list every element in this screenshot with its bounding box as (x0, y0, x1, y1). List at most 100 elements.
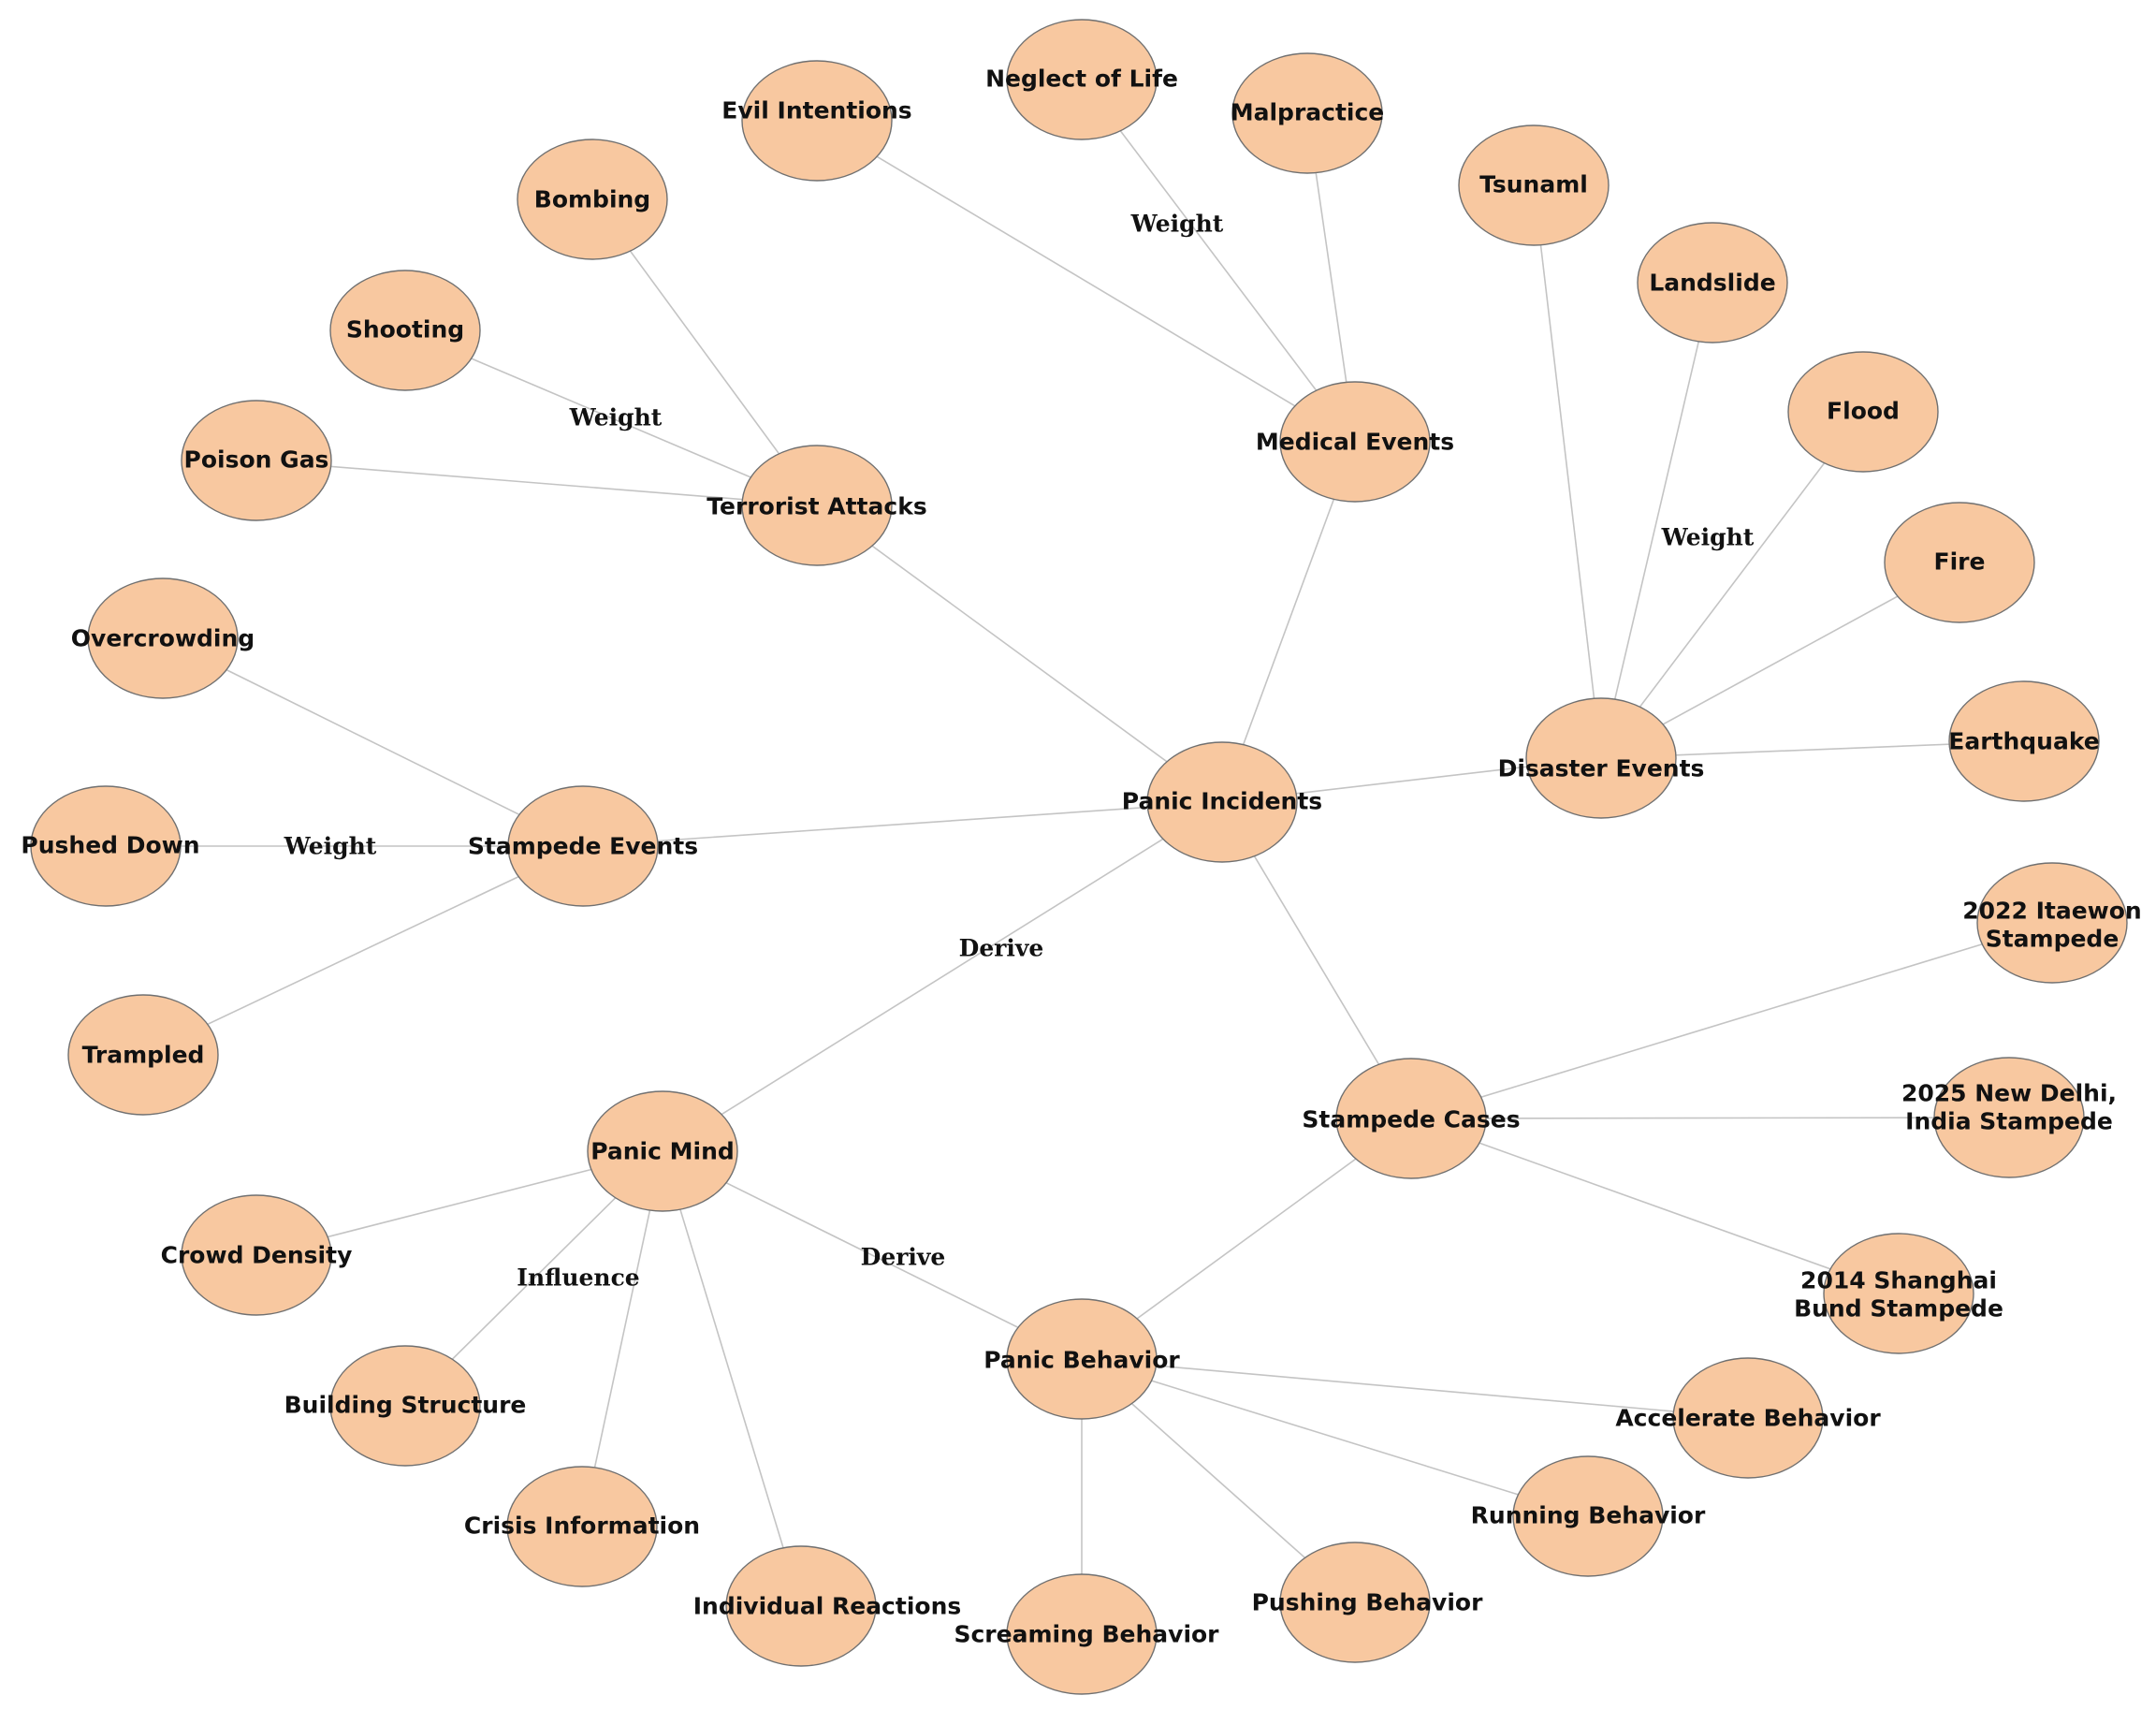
node-label-shanghai: Bund Stampede (1794, 1295, 2003, 1323)
edge-panic_incidents-to-stampede_events (582, 801, 1223, 847)
nodes-layer (30, 19, 2128, 1695)
node-crisis-information[interactable] (506, 1466, 658, 1587)
edge-disaster_events-to-tsunami (1533, 184, 1602, 759)
node-label-shanghai: 2014 Shanghai (1800, 1267, 1997, 1294)
node-label-itaewon: Stampede (1986, 926, 2120, 953)
edge-stampede_events-to-trampled (142, 845, 584, 1056)
node-new-delhi[interactable] (1933, 1057, 2085, 1178)
node-label-new-delhi: 2025 New Delhi, (1901, 1080, 2117, 1107)
edge-terrorist_attacks-to-shooting (404, 329, 818, 506)
edge-label-weight: Weight (1661, 524, 1755, 551)
node-shanghai[interactable] (1823, 1233, 1974, 1354)
edge-disaster_events-to-flood (1600, 411, 1864, 759)
edge-medical_events-to-neglect_of_life (1081, 79, 1356, 443)
edge-label-influence: Influence (517, 1264, 639, 1292)
edge-panic_mind-to-panic_behavior (662, 1150, 1083, 1360)
node-label-running-behavior: Running Behavior (1471, 1502, 1706, 1529)
edges-layer (106, 79, 2053, 1634)
node-terrorist-attacks[interactable] (741, 445, 893, 566)
edge-labels-layer: WeightWeightWeightWeightDeriveDeriveInfl… (284, 211, 1755, 1292)
node-tsunami[interactable] (1458, 124, 1610, 246)
node-label-fire: Fire (1934, 548, 1986, 576)
edge-stampede_cases-to-itaewon (1410, 922, 2053, 1119)
edge-label-derive: Derive (861, 1244, 946, 1271)
node-label-earthquake: Earthquake (1948, 728, 2100, 755)
node-accelerate-behavior[interactable] (1672, 1357, 1824, 1479)
edge-terrorist_attacks-to-poison_gas (255, 460, 818, 506)
node-label-itaewon: 2022 Itaewon (1962, 898, 2141, 925)
edge-panic_mind-to-individual_reactions (662, 1150, 802, 1607)
node-label-stampede-events: Stampede Events (468, 833, 698, 860)
node-label-disaster-events: Disaster Events (1498, 755, 1705, 782)
node-crowd-density[interactable] (181, 1194, 332, 1316)
node-flood[interactable] (1787, 351, 1939, 473)
node-label-panic-mind: Panic Mind (590, 1138, 735, 1165)
node-poison-gas[interactable] (181, 400, 332, 521)
node-pushed-down[interactable] (30, 785, 182, 907)
edge-panic_incidents-to-medical_events (1221, 441, 1356, 803)
node-label-landslide: Landslide (1649, 270, 1775, 297)
node-screaming-behavior[interactable] (1006, 1573, 1158, 1695)
node-panic-behavior[interactable] (1006, 1298, 1158, 1420)
edge-medical_events-to-evil_intentions (816, 120, 1356, 443)
edge-label-weight: Weight (284, 833, 377, 860)
edge-label-derive: Derive (959, 935, 1044, 962)
node-stampede-cases[interactable] (1335, 1058, 1487, 1179)
node-itaewon[interactable] (1976, 862, 2128, 984)
node-building-structure[interactable] (329, 1345, 481, 1467)
node-earthquake[interactable] (1948, 680, 2100, 802)
node-label-crisis-information: Crisis Information (464, 1513, 700, 1540)
node-label-poison-gas: Poison Gas (184, 446, 329, 474)
node-label-flood: Flood (1827, 398, 1900, 425)
node-trampled[interactable] (67, 994, 219, 1116)
node-label-evil-intentions: Evil Intentions (721, 97, 911, 124)
node-evil-intentions[interactable] (741, 60, 893, 182)
node-label-stampede-cases: Stampede Cases (1302, 1106, 1520, 1133)
node-individual-reactions[interactable] (725, 1545, 877, 1667)
edge-panic_behavior-to-running_behavior (1081, 1358, 1589, 1517)
node-disaster-events[interactable] (1525, 697, 1677, 819)
node-label-terrorist-attacks: Terrorist Attacks (707, 493, 926, 520)
node-panic-mind[interactable] (587, 1090, 738, 1212)
node-label-trampled: Trampled (82, 1042, 205, 1069)
edge-panic_mind-to-crisis_information (581, 1150, 663, 1527)
node-stampede-events[interactable] (507, 785, 659, 907)
edge-stampede_events-to-overcrowding (162, 637, 584, 847)
edge-label-weight: Weight (1130, 211, 1224, 238)
node-label-bombing: Bombing (534, 186, 650, 213)
node-label-accelerate-behavior: Accelerate Behavior (1615, 1405, 1881, 1432)
node-panic-incidents[interactable] (1146, 741, 1298, 863)
node-label-panic-behavior: Panic Behavior (983, 1347, 1180, 1374)
node-bombing[interactable] (517, 139, 668, 260)
node-malpractice[interactable] (1231, 52, 1383, 174)
node-running-behavior[interactable] (1512, 1455, 1664, 1577)
edge-disaster_events-to-landslide (1600, 282, 1713, 759)
node-neglect-of-life[interactable] (1006, 19, 1158, 140)
node-label-neglect-of-life: Neglect of Life (985, 66, 1178, 93)
node-overcrowding[interactable] (87, 577, 239, 699)
node-label-pushed-down: Pushed Down (21, 832, 199, 859)
edge-panic_incidents-to-terrorist_attacks (816, 504, 1223, 803)
node-label-overcrowding: Overcrowding (71, 625, 255, 652)
node-fire[interactable] (1884, 502, 2035, 623)
edge-panic_incidents-to-panic_mind (662, 801, 1223, 1152)
node-label-new-delhi: India Stampede (1905, 1108, 2113, 1135)
node-landslide[interactable] (1637, 222, 1788, 343)
node-label-pushing-behavior: Pushing Behavior (1252, 1589, 1483, 1616)
node-label-panic-incidents: Panic Incidents (1122, 788, 1322, 815)
node-label-individual-reactions: Individual Reactions (693, 1593, 962, 1620)
node-label-shooting: Shooting (346, 316, 464, 343)
node-label-malpractice: Malpractice (1231, 99, 1385, 126)
edge-stampede_cases-to-shanghai (1410, 1118, 1900, 1294)
edge-label-weight: Weight (569, 404, 663, 431)
node-label-crowd-density: Crowd Density (161, 1242, 353, 1269)
edge-panic_behavior-to-accelerate_behavior (1081, 1358, 1749, 1419)
node-medical-events[interactable] (1279, 381, 1431, 503)
node-pushing-behavior[interactable] (1279, 1542, 1431, 1663)
node-label-tsunami: Tsunaml (1479, 171, 1588, 198)
node-label-building-structure: Building Structure (284, 1392, 527, 1419)
node-label-medical-events: Medical Events (1256, 429, 1454, 456)
node-shooting[interactable] (329, 270, 481, 391)
